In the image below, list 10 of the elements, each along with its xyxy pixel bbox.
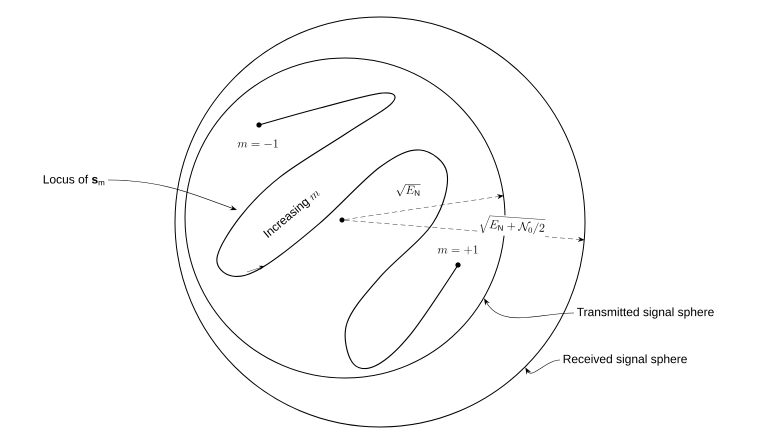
edge-label: $\sqrt{E_{\mathrm{N}}}$ — [394, 182, 422, 198]
edge-label: $\sqrt{E_{\mathrm{N}} + \mathcal{N}_0/2}$ — [477, 213, 547, 239]
point-label: $m = +1$ — [438, 245, 478, 254]
point-label: $\hbox{Increasing}\; m$ — [263, 191, 320, 238]
dashed-arrow — [344, 194, 504, 220]
leader-line — [525, 360, 560, 375]
leader-text: Transmitted signal sphere — [576, 307, 714, 319]
leader-text: Received signal sphere — [564, 354, 687, 366]
leader-text: Locus of s$_{m}$ — [44, 174, 104, 186]
point-label: $m = -1$ — [238, 139, 278, 148]
